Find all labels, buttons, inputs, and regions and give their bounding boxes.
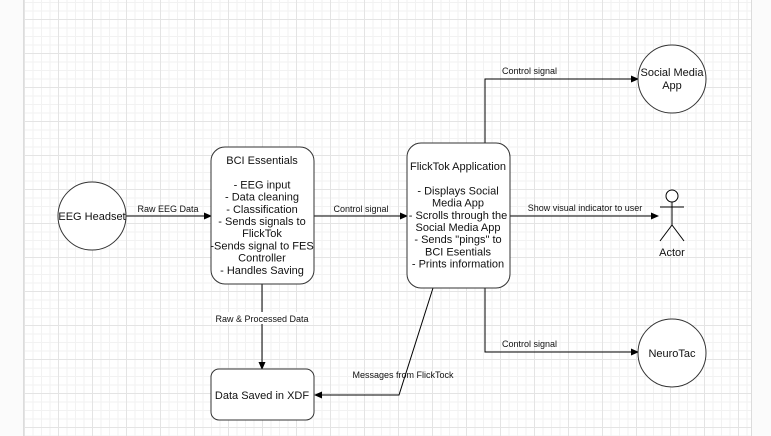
node-neurotac[interactable]: NeuroTac <box>637 318 707 388</box>
node-label-line: - Sends signals to <box>218 216 305 228</box>
node-data-saved-in-xdf[interactable]: Data Saved in XDF <box>210 368 315 421</box>
node-label-line: FlickTok Application <box>410 161 506 173</box>
edge-flicktok-to-social[interactable]: Control signal <box>484 66 639 143</box>
edge-eeg-to-bci[interactable]: Raw EEG Data <box>126 204 212 220</box>
node-label-line <box>260 167 263 179</box>
node-label-line: - Prints information <box>412 259 504 271</box>
node-label: NeuroTac <box>648 348 696 360</box>
edge-label: Messages from FlickTock <box>352 370 454 380</box>
node-label-line: BCI Esentials <box>425 246 492 258</box>
node-label-line <box>456 173 459 185</box>
node-label: BCI Essentials - EEG input- Data cleanin… <box>210 155 313 277</box>
node-bci-essentials[interactable]: BCI Essentials - EEG input- Data cleanin… <box>210 146 315 285</box>
node-label-line: Controller <box>238 253 286 265</box>
node-label-line: -Sends signal to FES <box>210 240 313 252</box>
edge-label: Show visual indicator to user <box>528 203 643 213</box>
node-label: Actor <box>659 247 685 259</box>
node-label-line: - Displays Social <box>417 185 498 197</box>
node-label-line: - Sends "pings" to <box>414 234 501 246</box>
node-label: Data Saved in XDF <box>215 390 309 402</box>
edge-label: Control signal <box>333 204 388 214</box>
edge-label: Control signal <box>502 66 557 76</box>
node-label-line: - Data cleaning <box>225 192 299 204</box>
edge-bci-to-saved[interactable]: Raw & Processed Data <box>212 284 312 370</box>
diagram-canvas[interactable] <box>23 0 752 436</box>
edge-label: Raw EEG Data <box>137 204 198 214</box>
node-label-line: - Scrolls through the <box>409 210 507 222</box>
node-label-line: Media App <box>432 198 484 210</box>
edge-flicktok-to-actor[interactable]: Show visual indicator to user <box>510 203 659 220</box>
node-label-line: - EEG input <box>234 179 291 191</box>
actor-icon <box>659 189 685 242</box>
node-label: EEG Headset <box>58 211 125 223</box>
node-label-line: Social Media App <box>416 222 501 234</box>
node-label-line: Social Media <box>641 67 705 79</box>
node-label-line: FlickTok <box>242 228 282 240</box>
node-label-line: App <box>662 80 682 92</box>
node-label-line: - Classification <box>226 204 298 216</box>
node-label-line: BCI Essentials <box>226 155 298 167</box>
edge-bci-to-flicktok[interactable]: Control signal <box>314 204 408 220</box>
edge-flicktok-to-neurotac[interactable]: Control signal <box>484 288 639 356</box>
edge-label: Raw & Processed Data <box>215 314 308 324</box>
node-label-line: - Handles Saving <box>220 265 304 277</box>
edge-flicktok-to-saved[interactable]: Messages from FlickTock <box>314 287 454 399</box>
node-eeg-headset[interactable]: EEG Headset <box>57 181 127 251</box>
node-actor[interactable]: Actor <box>659 189 685 259</box>
edge-label: Control signal <box>502 339 557 349</box>
